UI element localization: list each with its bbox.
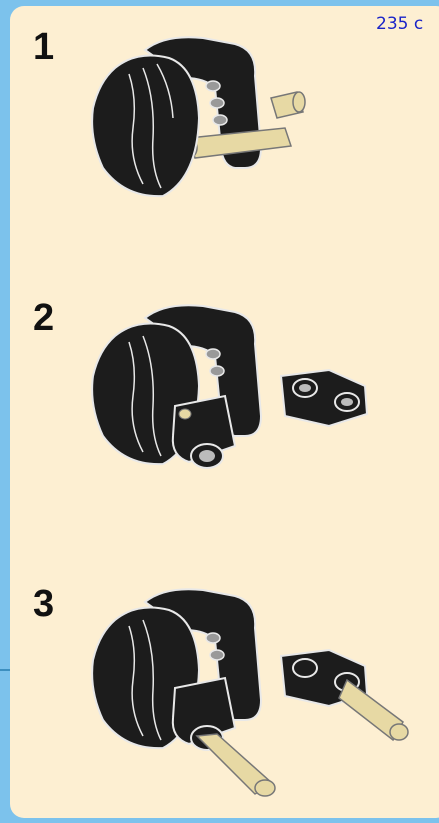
page-number: 235 c bbox=[376, 14, 423, 34]
tan-pin-right bbox=[339, 680, 408, 740]
step-2-illustration bbox=[85, 296, 385, 476]
front-connector bbox=[173, 396, 235, 468]
page-edge-divider bbox=[0, 669, 10, 671]
step-3-illustration bbox=[85, 580, 415, 800]
rounded-shell bbox=[92, 56, 199, 197]
right-connector bbox=[281, 370, 367, 426]
step-number-1: 1 bbox=[33, 26, 54, 69]
step-1-illustration bbox=[85, 28, 320, 208]
tan-pin-front bbox=[197, 734, 275, 796]
tan-pin-end bbox=[271, 92, 305, 118]
step-number-3: 3 bbox=[33, 583, 54, 626]
step-number-2: 2 bbox=[33, 297, 54, 340]
